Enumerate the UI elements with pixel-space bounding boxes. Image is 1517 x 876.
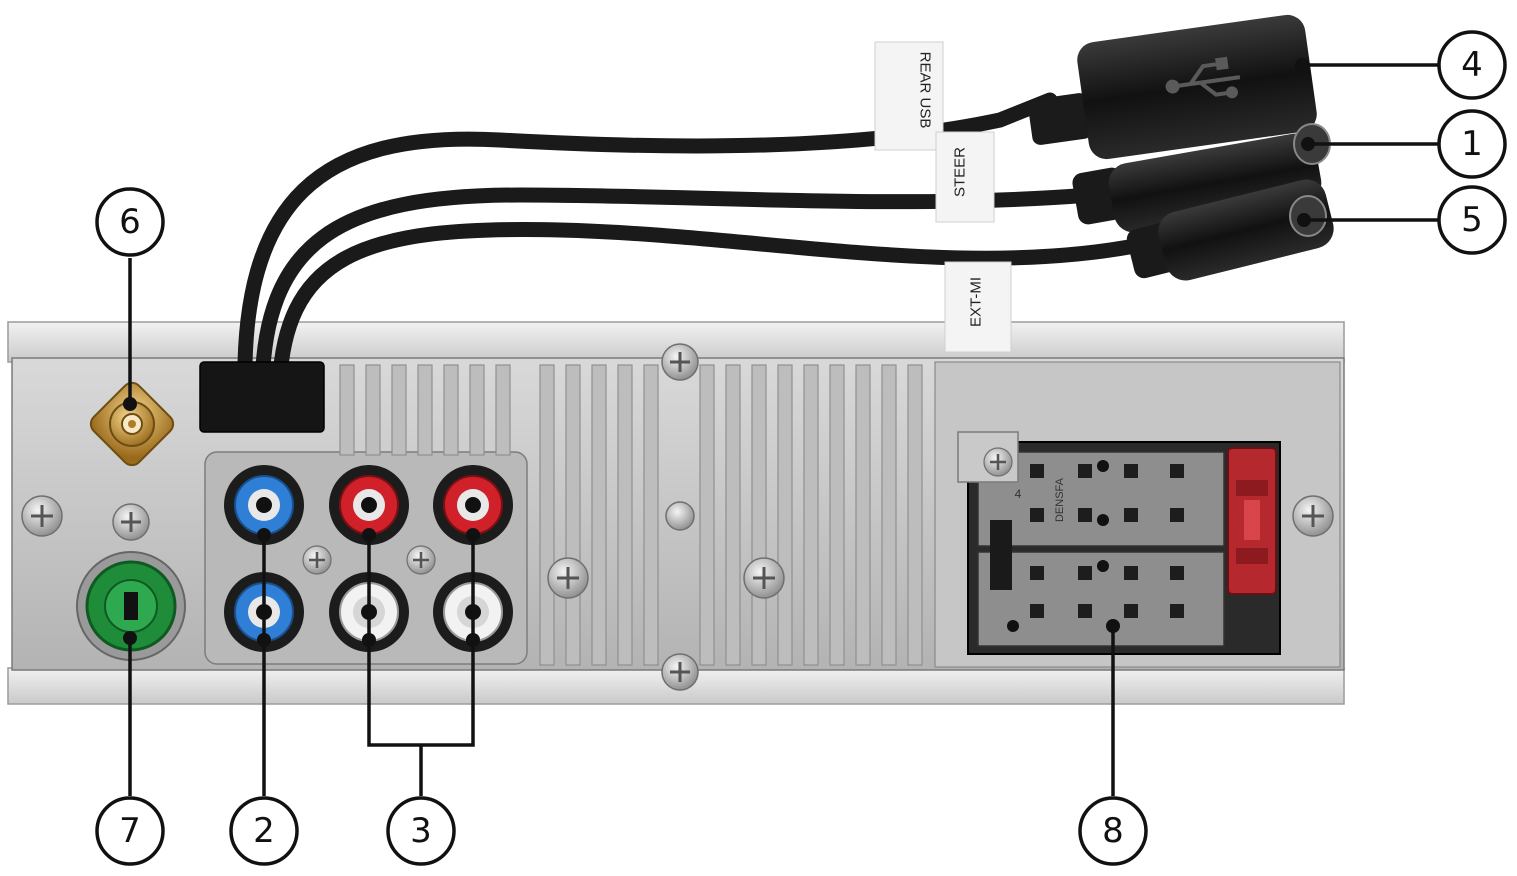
cable-grommet (199, 361, 325, 433)
screw-top-center (661, 343, 699, 381)
rca-jack-red-right (433, 465, 513, 545)
cable-steer (254, 187, 1098, 403)
screw-middle-center (665, 501, 695, 531)
connector-mark: DENSFA (1054, 477, 1066, 522)
callout-1: 1 (1437, 109, 1507, 179)
screw-far-right (1292, 495, 1334, 537)
leader-dots (123, 58, 1315, 647)
tag-rear-usb-label: REAR USB (917, 52, 934, 129)
cable-ext-mic (271, 222, 1148, 403)
callout-8-label: 8 (1102, 811, 1124, 851)
screw-rca-right (406, 545, 436, 575)
callout-3-label: 3 (410, 811, 432, 851)
usb-icon (1165, 56, 1241, 99)
callout-2-label: 2 (253, 811, 275, 851)
callout-lines (128, 63, 1438, 796)
tag-steer-label: STEER (952, 147, 969, 197)
tag-rear-usb: REAR USB (874, 41, 944, 151)
callout-4: 4 (1437, 30, 1507, 100)
connector-digit: 4 (1015, 487, 1022, 501)
heat-sink (339, 364, 923, 666)
rca-jack-blue-top (224, 465, 304, 545)
connector-pins-bottom (1030, 566, 1184, 618)
screw-connector (983, 447, 1013, 477)
connector-pins-top (1030, 464, 1184, 522)
callout-7: 7 (95, 796, 165, 866)
screw-rca-left (302, 545, 332, 575)
screw-above-green-jack (112, 503, 150, 541)
callout-2: 2 (229, 796, 299, 866)
callout-7-label: 7 (119, 811, 141, 851)
iso-connector: DENSFA 4 (957, 431, 1281, 655)
screw-bottom-center (661, 653, 699, 691)
screw-left-fin (547, 557, 589, 599)
tag-steer: STEER (935, 131, 995, 223)
callout-3: 3 (386, 796, 456, 866)
callout-5: 5 (1437, 185, 1507, 255)
callout-6: 6 (95, 187, 165, 257)
rca-jack-red-left (329, 465, 409, 545)
fuse (1227, 447, 1277, 595)
screw-far-left (21, 495, 63, 537)
antenna-gold-connector (89, 381, 175, 467)
green-antenna-jack (76, 551, 186, 661)
callout-8: 8 (1078, 796, 1148, 866)
tag-ext-mic-label: EXT-MI (968, 277, 985, 327)
callout-1-label: 1 (1461, 124, 1483, 164)
callout-4-label: 4 (1461, 45, 1483, 85)
callout-6-label: 6 (119, 202, 141, 242)
usb-plug (1028, 14, 1317, 160)
screw-right-fin (743, 557, 785, 599)
callout-5-label: 5 (1461, 200, 1483, 240)
tag-ext-mic: EXT-MI (944, 261, 1012, 353)
